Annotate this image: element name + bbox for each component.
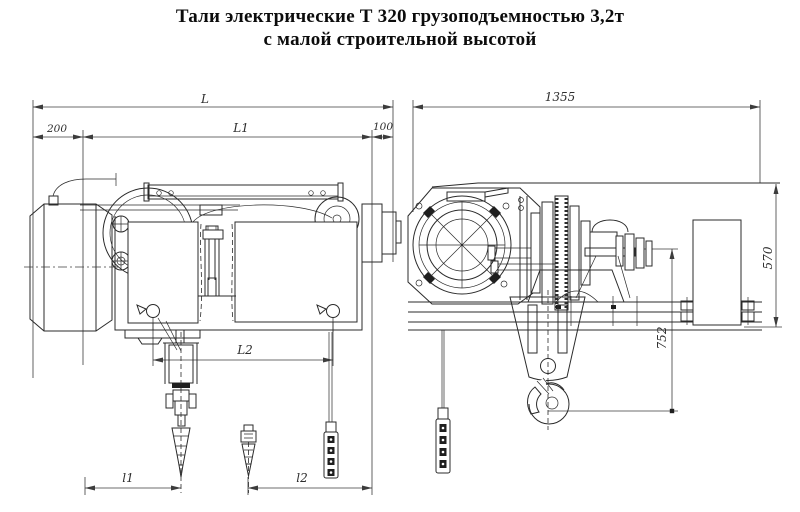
pendant-control-end <box>435 330 451 474</box>
rope-guide <box>198 225 236 297</box>
hook-raised-position <box>240 424 257 493</box>
hook-block-side <box>157 317 199 493</box>
dim-label-overall-width: 1355 <box>545 90 576 104</box>
pendant-control-side <box>323 332 339 479</box>
gear-train <box>487 195 591 311</box>
control-box <box>680 219 755 326</box>
side-view-dimensions: L 200 L1 100 L2 l1 l2 <box>32 92 393 491</box>
rope-anchor-lugs <box>136 304 340 332</box>
frame-top-line <box>431 182 780 188</box>
hoist-motor <box>24 173 240 332</box>
dim-label-right-clearance: 100 <box>373 121 393 133</box>
dim-label-hook-centers: L2 <box>236 343 253 357</box>
dim-label-left-clearance: 200 <box>46 123 67 135</box>
drawing-title-line1: Тали электрические Т 320 грузоподъемност… <box>175 6 625 27</box>
end-view: 1355 570 752 <box>407 90 782 474</box>
travel-drive-motor <box>575 219 653 299</box>
side-view: L 200 L1 100 L2 l1 l2 <box>24 92 402 495</box>
hook-block-end <box>509 290 586 430</box>
drawing-title-line2: с малой строительной высотой <box>263 29 537 50</box>
dim-label-hook-headroom: 752 <box>655 327 669 350</box>
monorail-beam <box>143 182 344 202</box>
dim-label-trolley-span: L1 <box>232 121 249 135</box>
end-view-dimensions: 1355 570 752 <box>412 90 782 414</box>
dim-label-frame-height: 570 <box>761 246 775 269</box>
dim-label-overall-length: L <box>200 92 209 106</box>
dim-label-pendant-offset: l2 <box>296 471 307 485</box>
dim-label-hook-offset: l1 <box>122 471 133 485</box>
drawing-title: Тали электрические Т 320 грузоподъемност… <box>0 5 800 51</box>
